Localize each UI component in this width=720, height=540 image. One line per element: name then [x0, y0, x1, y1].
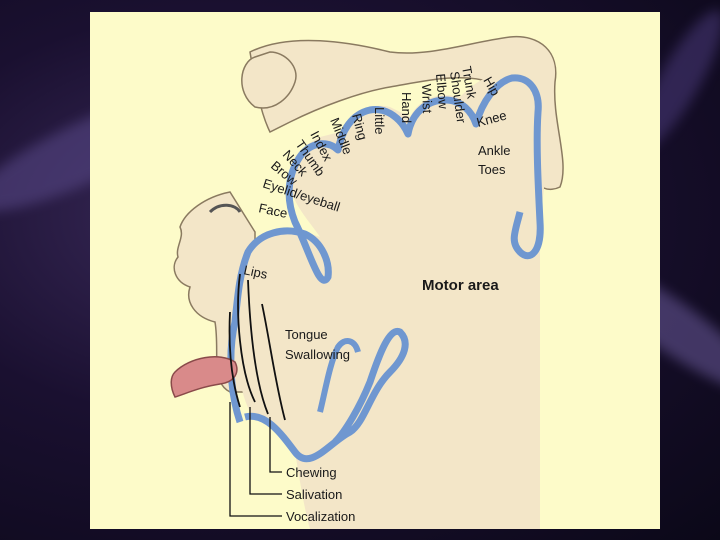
label-face: Face: [257, 200, 288, 221]
label-elbow: Elbow: [433, 73, 451, 110]
diagram-title: Motor area: [422, 277, 499, 294]
diagram-panel: Hip Trunk Shoulder Elbow Wrist Hand Litt…: [90, 12, 660, 529]
tongue-shape: [170, 356, 238, 398]
arm-limb-shape: [249, 35, 564, 191]
cortex-tissue: [238, 73, 548, 529]
label-hand: Hand: [399, 92, 414, 123]
label-vocalization: Vocalization: [286, 509, 355, 524]
label-toes: Toes: [478, 162, 506, 177]
label-trunk: Trunk: [459, 65, 480, 100]
eyebrow-shape: [208, 203, 242, 214]
cortex-fold-lower: [317, 338, 361, 413]
motor-homunculus-diagram: Hip Trunk Shoulder Elbow Wrist Hand Litt…: [170, 35, 564, 529]
arrow-group: [228, 273, 286, 421]
label-ankle: Ankle: [478, 143, 511, 158]
cortex-sulcus: [244, 327, 409, 463]
cortex-outline: [227, 74, 544, 424]
label-chewing: Chewing: [286, 465, 337, 480]
label-ring: Ring: [349, 112, 370, 142]
label-salivation: Salivation: [286, 487, 342, 502]
fist-shape: [241, 51, 297, 109]
leader-lines: [229, 402, 282, 517]
label-little: Little: [372, 107, 387, 134]
label-tongue: Tongue: [285, 327, 328, 342]
label-lips: Lips: [242, 262, 269, 282]
label-shoulder: Shoulder: [447, 70, 469, 124]
label-wrist: Wrist: [419, 84, 435, 114]
label-swallowing: Swallowing: [285, 347, 350, 362]
